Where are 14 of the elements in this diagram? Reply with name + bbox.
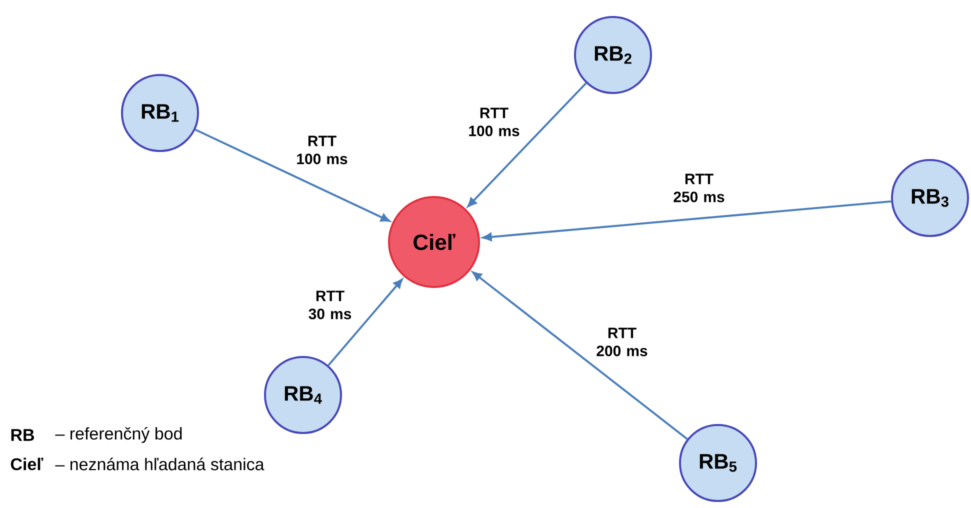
- edge-label: RTT 250 ms: [670, 172, 728, 204]
- arrow: [472, 272, 688, 440]
- edge-label: RTT 30 ms: [301, 290, 359, 320]
- legend-term: RB: [11, 429, 34, 441]
- arrow: [194, 128, 390, 222]
- arrow: [328, 278, 403, 366]
- legend-definition: – referenčný bod: [55, 426, 182, 444]
- arrow: [482, 200, 892, 242]
- arrow: [467, 82, 587, 208]
- edge-label: RTT 200 ms: [593, 326, 651, 358]
- edge-label: RTT 100 ms: [465, 106, 523, 138]
- legend-definition: – neznáma hľadaná stanica: [55, 458, 264, 470]
- edge-label: RTT 100 ms: [293, 134, 351, 166]
- legend-term: Cieľ: [10, 458, 44, 470]
